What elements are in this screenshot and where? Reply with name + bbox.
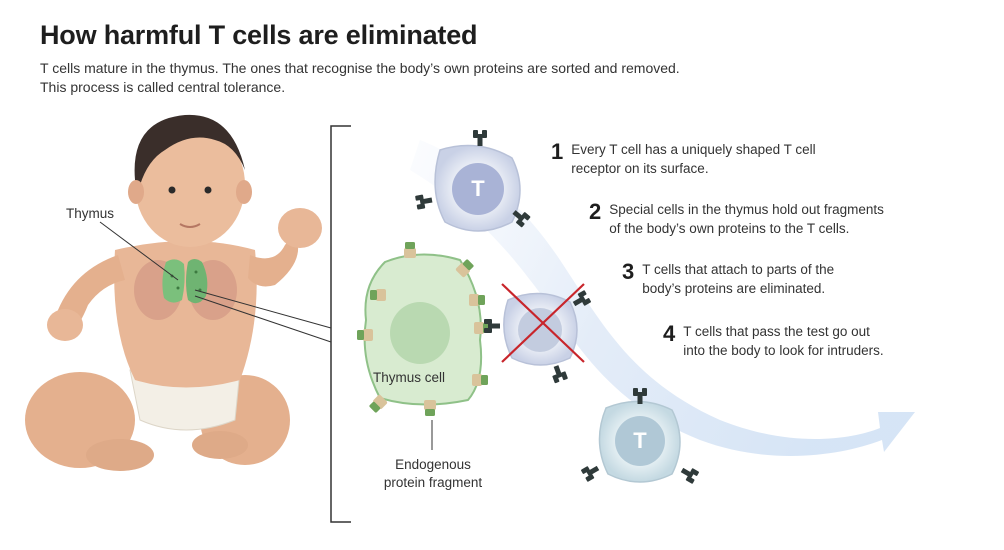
zoom-line-bottom: [194, 295, 332, 343]
step-4: 4 T cells that pass the test go out into…: [663, 322, 983, 360]
step-1-text: Every T cell has a uniquely shaped T cel…: [571, 140, 871, 178]
fragment-label-line-2: protein fragment: [383, 475, 483, 490]
step-3-number: 3: [622, 259, 635, 284]
step-1-line-1: Every T cell has a uniquely shaped T cel…: [571, 142, 816, 157]
zoom-line-top: [194, 289, 332, 329]
t-cell-icon-bottom: [580, 388, 700, 485]
step-3-line-1: T cells that attach to parts of the: [642, 262, 835, 277]
step-3-line-2: body’s proteins are eliminated.: [642, 281, 826, 296]
baby-illustration: [25, 114, 322, 471]
subtitle-line-1: T cells mature in the thymus. The ones t…: [40, 60, 680, 76]
t-cell-icon-eliminated: [484, 289, 592, 384]
thymus-label: Thymus: [66, 206, 115, 221]
t-cell-label-top: T: [471, 176, 485, 201]
step-2-number: 2: [589, 199, 602, 224]
fragment-label: Endogenous protein fragment: [366, 456, 500, 492]
step-4-number: 4: [663, 321, 676, 346]
t-cell-label-bottom: T: [633, 428, 647, 453]
thymus-leader-line: [99, 221, 179, 281]
t-cell-icon-top: [415, 130, 531, 232]
step-2-text: Special cells in the thymus hold out fra…: [609, 200, 949, 238]
thymus-cell: [357, 242, 490, 416]
step-2-line-1: Special cells in the thymus hold out fra…: [609, 202, 884, 217]
step-1-line-2: receptor on its surface.: [571, 161, 709, 176]
step-2: 2 Special cells in the thymus hold out f…: [589, 200, 949, 238]
step-3: 3 T cells that attach to parts of the bo…: [622, 260, 942, 298]
fragment-label-line-1: Endogenous: [395, 457, 471, 472]
step-4-line-1: T cells that pass the test go out: [683, 324, 870, 339]
thymus-cell-label: Thymus cell: [373, 370, 446, 385]
subtitle-line-2: This process is called central tolerance…: [40, 79, 286, 95]
step-1: 1 Every T cell has a uniquely shaped T c…: [551, 140, 871, 178]
step-4-text: T cells that pass the test go out into t…: [683, 322, 983, 360]
cross-icon: [501, 283, 585, 363]
step-2-line-2: of the body’s own proteins to the T cell…: [609, 221, 850, 236]
step-1-number: 1: [551, 139, 564, 164]
step-3-text: T cells that attach to parts of the body…: [642, 260, 942, 298]
page-subtitle: T cells mature in the thymus. The ones t…: [40, 59, 820, 97]
step-4-line-2: into the body to look for intruders.: [683, 343, 884, 358]
bracket-line: [330, 125, 351, 523]
page-title: How harmful T cells are eliminated: [40, 20, 478, 50]
